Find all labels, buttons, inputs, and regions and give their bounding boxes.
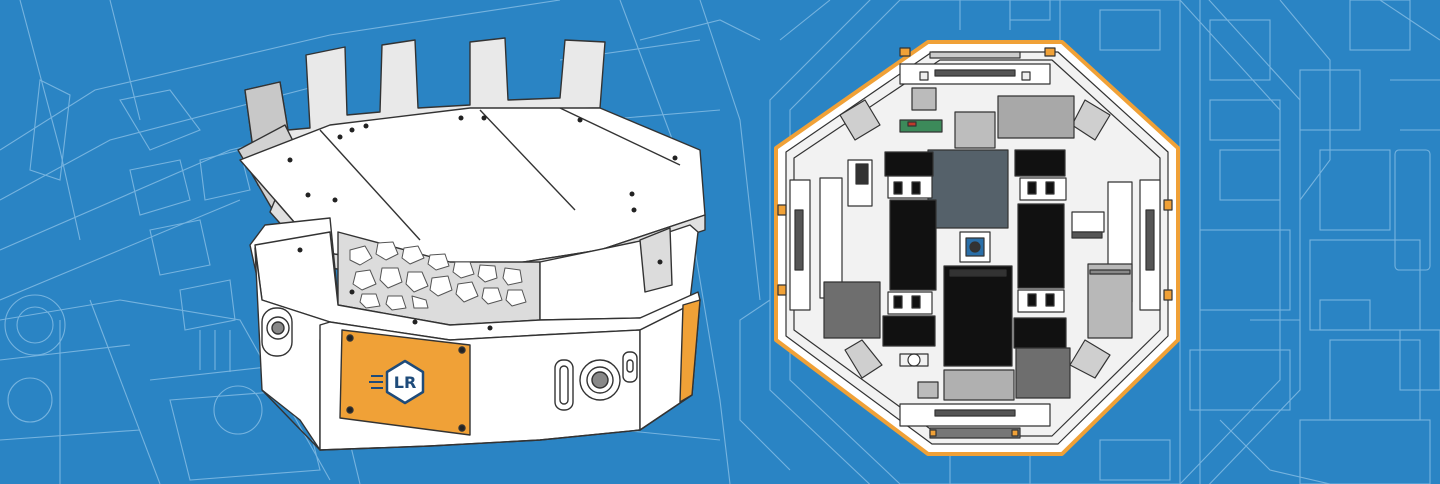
right-gray-block	[1087, 263, 1133, 339]
battery-pack	[943, 265, 1013, 367]
lr-logo-text: LR	[394, 373, 417, 392]
top-plate-seam-2	[479, 109, 576, 211]
bumper-top	[899, 47, 1056, 85]
switch-plate	[899, 353, 929, 367]
right-gray-block-lines	[1089, 269, 1131, 275]
main-board-dark	[927, 149, 1009, 229]
connector-left-dark	[855, 163, 869, 185]
front-orange-panel: LR	[339, 329, 471, 436]
board-top-green	[899, 119, 943, 133]
lower-center-gray-block	[943, 369, 1015, 401]
board-top-left	[911, 87, 937, 111]
robot-chassis-top-view	[774, 40, 1180, 456]
board-top-red	[907, 121, 917, 127]
corner-plate-tr	[1071, 99, 1111, 141]
bumper-bottom	[899, 403, 1051, 439]
lower-body-bottom-edge	[261, 389, 693, 451]
robot-chassis-3d: LR	[237, 37, 706, 451]
left-motor-stack	[882, 151, 937, 347]
corner-plate-bl	[844, 339, 883, 379]
side-sensor-left	[261, 307, 293, 357]
right-motor-stack	[1013, 149, 1067, 349]
middle-bracket-right	[639, 227, 673, 293]
corner-plate-br	[1069, 339, 1111, 379]
lower-left-component	[917, 381, 939, 399]
left-gray-block	[823, 281, 881, 339]
power-switch	[907, 353, 921, 367]
board-top-right	[997, 95, 1075, 139]
blueprint-lines-right	[739, 0, 1440, 484]
top-plate-seam-1	[319, 129, 421, 241]
battery-pack-edge	[949, 269, 1007, 277]
front-sensor-right	[554, 351, 638, 411]
connector-right-top	[1071, 211, 1105, 233]
connector-right-bar	[1071, 231, 1103, 239]
lr-logo-badge: LR	[369, 359, 425, 405]
corner-plate-tl	[839, 99, 881, 141]
camera-module	[959, 231, 991, 263]
board-top-small	[954, 111, 996, 149]
screw-holes	[287, 115, 678, 331]
grille-holes	[349, 241, 527, 311]
lower-right-gray-block	[1015, 347, 1071, 399]
